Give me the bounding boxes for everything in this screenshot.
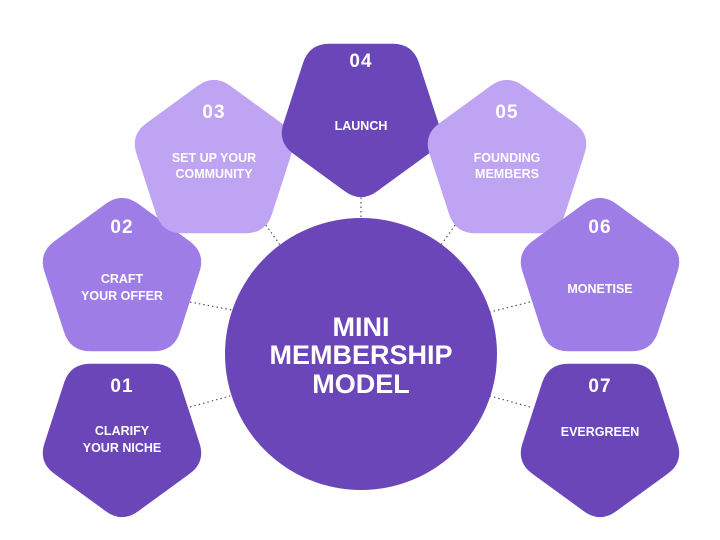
center-title-line-3: MODEL [312,369,410,399]
step-label-07-line-1: EVERGREEN [561,425,640,439]
step-pentagon-02 [42,197,202,352]
step-label-05-line-2: MEMBERS [475,167,539,181]
step-number-04: 04 [349,51,372,72]
step-label-01-line-1: CLARIFY [95,424,150,438]
connector-step-06 [489,301,531,313]
step-label-03-line-1: SET UP YOUR [172,151,256,165]
step-number-06: 06 [588,217,611,238]
step-label-04-line-1: LAUNCH [335,119,388,133]
step-number-01: 01 [110,376,133,397]
step-number-03: 03 [202,102,225,123]
step-pentagon-07 [520,363,680,518]
step-node-04: 04 LAUNCH [281,43,441,198]
step-label-02-line-2: YOUR OFFER [81,289,163,303]
connector-step-05 [440,213,464,246]
step-pentagon-01 [42,363,202,518]
step-node-01: 01 CLARIFY YOUR NICHE [42,363,202,518]
step-label-02-line-1: CRAFT [101,272,144,286]
step-node-06: 06 MONETISE [520,197,680,352]
step-label-01-line-2: YOUR NICHE [83,441,161,455]
connector-step-02 [189,301,233,311]
center-circle [225,218,497,490]
step-number-07: 07 [588,376,611,397]
step-pentagon-06 [520,197,680,352]
center-hub: MINI MEMBERSHIP MODEL [225,218,497,490]
step-pentagon-04 [281,43,441,198]
step-number-02: 02 [110,217,133,238]
center-title-line-1: MINI [333,312,390,342]
step-node-07: 07 EVERGREEN [520,363,680,518]
step-node-02: 02 CRAFT YOUR OFFER [42,197,202,352]
step-node-03: 03 SET UP YOUR COMMUNITY [134,79,294,234]
connector-step-03 [257,213,281,246]
step-node-05: 05 FOUNDING MEMBERS [427,79,587,234]
step-pentagon-05 [427,79,587,234]
step-pentagon-03 [134,79,294,234]
step-label-03-line-2: COMMUNITY [175,167,253,181]
step-label-05-line-1: FOUNDING [474,151,541,165]
connector-step-01 [189,395,231,408]
step-nodes: 01 CLARIFY YOUR NICHE 02 CRAFT YOUR OFFE… [42,43,680,518]
center-title-line-2: MEMBERSHIP [269,340,452,370]
step-number-05: 05 [495,102,518,123]
step-label-06-line-1: MONETISE [567,282,632,296]
connector-step-07 [489,395,531,408]
